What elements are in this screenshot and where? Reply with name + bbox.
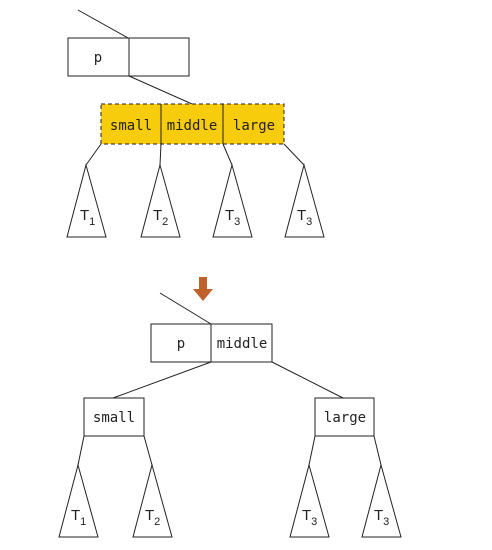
before-subtree-3-label: T3 — [225, 207, 240, 228]
after-subtree-3: T3 — [289, 463, 330, 538]
after-left-child-key: small — [93, 410, 135, 426]
edge-parent-to-split-node — [128, 75, 193, 105]
before-subtree-2-label: T2 — [153, 207, 168, 228]
overflow-key-middle: middle — [167, 118, 218, 134]
edge-parent-to-large — [271, 361, 344, 399]
after-subtree-3-label: T3 — [302, 507, 317, 528]
after-subtree-2-triangle — [132, 463, 173, 538]
before-edge-3 — [222, 143, 233, 166]
before-subtree-1: T1 — [66, 163, 107, 238]
before-subtree-4-label: T3 — [297, 207, 312, 228]
before-subtree-1-triangle — [66, 163, 107, 238]
before-state: p small middle large T1 — [66, 9, 325, 238]
after-subtree-2: T2 — [132, 463, 173, 538]
down-arrow-shaft — [199, 277, 207, 289]
after-left-child-node: small — [83, 397, 145, 437]
overflow-node: small middle large — [100, 103, 285, 145]
before-edge-2 — [159, 143, 162, 166]
after-parent-node: p middle — [150, 323, 273, 363]
after-state: p middle small large T1 — [58, 292, 402, 538]
before-edge-4 — [283, 143, 305, 166]
before-parent-node: p — [67, 37, 190, 77]
after-edge-1 — [77, 435, 85, 466]
incoming-edge — [77, 9, 129, 39]
after-edge-2 — [143, 435, 153, 466]
after-subtree-4-label: T3 — [374, 507, 389, 528]
after-edge-3 — [308, 435, 316, 466]
edge-parent-to-small — [112, 361, 212, 399]
after-subtree-2-label: T2 — [145, 507, 160, 528]
after-left-child-box — [83, 397, 145, 437]
before-edge-1 — [85, 143, 102, 166]
overflow-node-box — [100, 103, 285, 145]
after-right-child-key: large — [324, 410, 366, 426]
down-arrow-icon — [193, 277, 213, 301]
after-right-child-box — [314, 397, 375, 437]
after-parent-left-key: p — [177, 336, 185, 352]
before-subtree-3-triangle — [212, 163, 253, 238]
after-subtree-1-label: T1 — [71, 507, 86, 528]
before-subtree-2: T2 — [140, 163, 181, 238]
overflow-key-small: small — [110, 118, 152, 134]
before-subtree-4-triangle — [284, 163, 325, 238]
down-arrow-head — [193, 289, 213, 301]
before-subtree-1-label: T1 — [80, 207, 95, 228]
after-subtree-4-triangle — [361, 463, 402, 538]
after-edge-4 — [373, 435, 382, 466]
before-parent-left-key: p — [94, 50, 102, 66]
after-subtree-1: T1 — [58, 463, 99, 538]
overflow-key-large: large — [233, 118, 275, 134]
after-incoming-edge — [159, 292, 212, 325]
before-subtree-2-triangle — [140, 163, 181, 238]
before-subtree-4: T3 — [284, 163, 325, 238]
after-subtree-1-triangle — [58, 463, 99, 538]
after-subtree-4: T3 — [361, 463, 402, 538]
after-right-child-node: large — [314, 397, 375, 437]
before-subtree-3: T3 — [212, 163, 253, 238]
after-subtree-3-triangle — [289, 463, 330, 538]
after-parent-right-key: middle — [217, 336, 268, 352]
